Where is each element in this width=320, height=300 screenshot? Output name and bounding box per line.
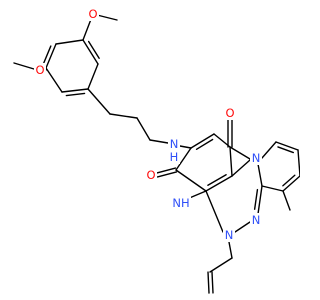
bond-line bbox=[228, 241, 233, 259]
atom-label-o: O bbox=[225, 106, 234, 120]
bond-line bbox=[87, 40, 100, 59]
bond-line bbox=[13, 62, 35, 70]
bond-line bbox=[207, 174, 227, 186]
molecule-structure: O O N H O O N NH N bbox=[13, 7, 300, 294]
bond-line bbox=[211, 271, 214, 294]
bond-line bbox=[277, 146, 295, 154]
bond-line bbox=[175, 169, 207, 192]
bond-line bbox=[179, 145, 192, 149]
atom-o-amide: O bbox=[145, 168, 157, 182]
atom-label-nh: NH bbox=[172, 196, 189, 210]
bond-line bbox=[205, 175, 233, 192]
bond-line bbox=[229, 146, 251, 160]
bond-line bbox=[253, 188, 259, 210]
bond-line bbox=[297, 149, 300, 177]
atom-label-n: N bbox=[252, 213, 261, 227]
bond-line bbox=[229, 146, 233, 177]
atom-n-imine: NH bbox=[171, 196, 191, 210]
bond-line bbox=[87, 88, 111, 115]
bond-line bbox=[82, 39, 99, 65]
bond-line bbox=[109, 113, 138, 119]
bond-line bbox=[205, 190, 224, 233]
atom-label-h: H bbox=[170, 150, 179, 164]
bond-line bbox=[282, 174, 296, 187]
bond-line bbox=[261, 185, 284, 192]
bond-line bbox=[136, 117, 151, 141]
bond-line bbox=[231, 159, 251, 177]
atom-n-allyl: N bbox=[223, 228, 235, 242]
bond-line bbox=[43, 45, 52, 64]
atom-label-n: N bbox=[170, 137, 179, 151]
atom-label-o: O bbox=[146, 168, 155, 182]
atom-n-ring-bridge: N bbox=[250, 151, 262, 165]
bond-line bbox=[149, 139, 169, 144]
bond-line bbox=[155, 167, 177, 174]
atom-label-layer: O O N H O O N NH N bbox=[34, 7, 262, 242]
bond-line bbox=[209, 257, 233, 273]
bond-line bbox=[261, 141, 277, 159]
atom-o-para-methoxy: O bbox=[34, 63, 46, 77]
atom-n-ring-lower: N bbox=[250, 213, 262, 227]
bond-line bbox=[156, 171, 178, 178]
bond-line bbox=[234, 221, 251, 233]
bond-line bbox=[45, 67, 63, 93]
bond-line bbox=[257, 163, 263, 187]
bond-line bbox=[195, 138, 214, 151]
atom-o-meta-methoxy: O bbox=[87, 7, 99, 21]
atom-label-o: O bbox=[88, 7, 97, 21]
bond-line bbox=[175, 147, 192, 171]
bond-line bbox=[282, 190, 291, 211]
bond-line bbox=[282, 175, 300, 192]
bond-line bbox=[190, 133, 215, 149]
atom-label-o: O bbox=[35, 63, 44, 77]
bond-line bbox=[257, 185, 263, 215]
atom-o-ketone: O bbox=[224, 106, 236, 120]
bond-line bbox=[61, 88, 89, 93]
bond-line bbox=[65, 92, 86, 97]
atom-label-n: N bbox=[225, 228, 234, 242]
bond-line bbox=[207, 271, 210, 294]
bond-line bbox=[275, 141, 299, 151]
atom-label-n: N bbox=[252, 151, 261, 165]
bond-line bbox=[87, 63, 99, 90]
bond-line bbox=[45, 43, 57, 69]
bond-line bbox=[55, 39, 84, 45]
atom-n-amide: N H bbox=[168, 137, 180, 164]
